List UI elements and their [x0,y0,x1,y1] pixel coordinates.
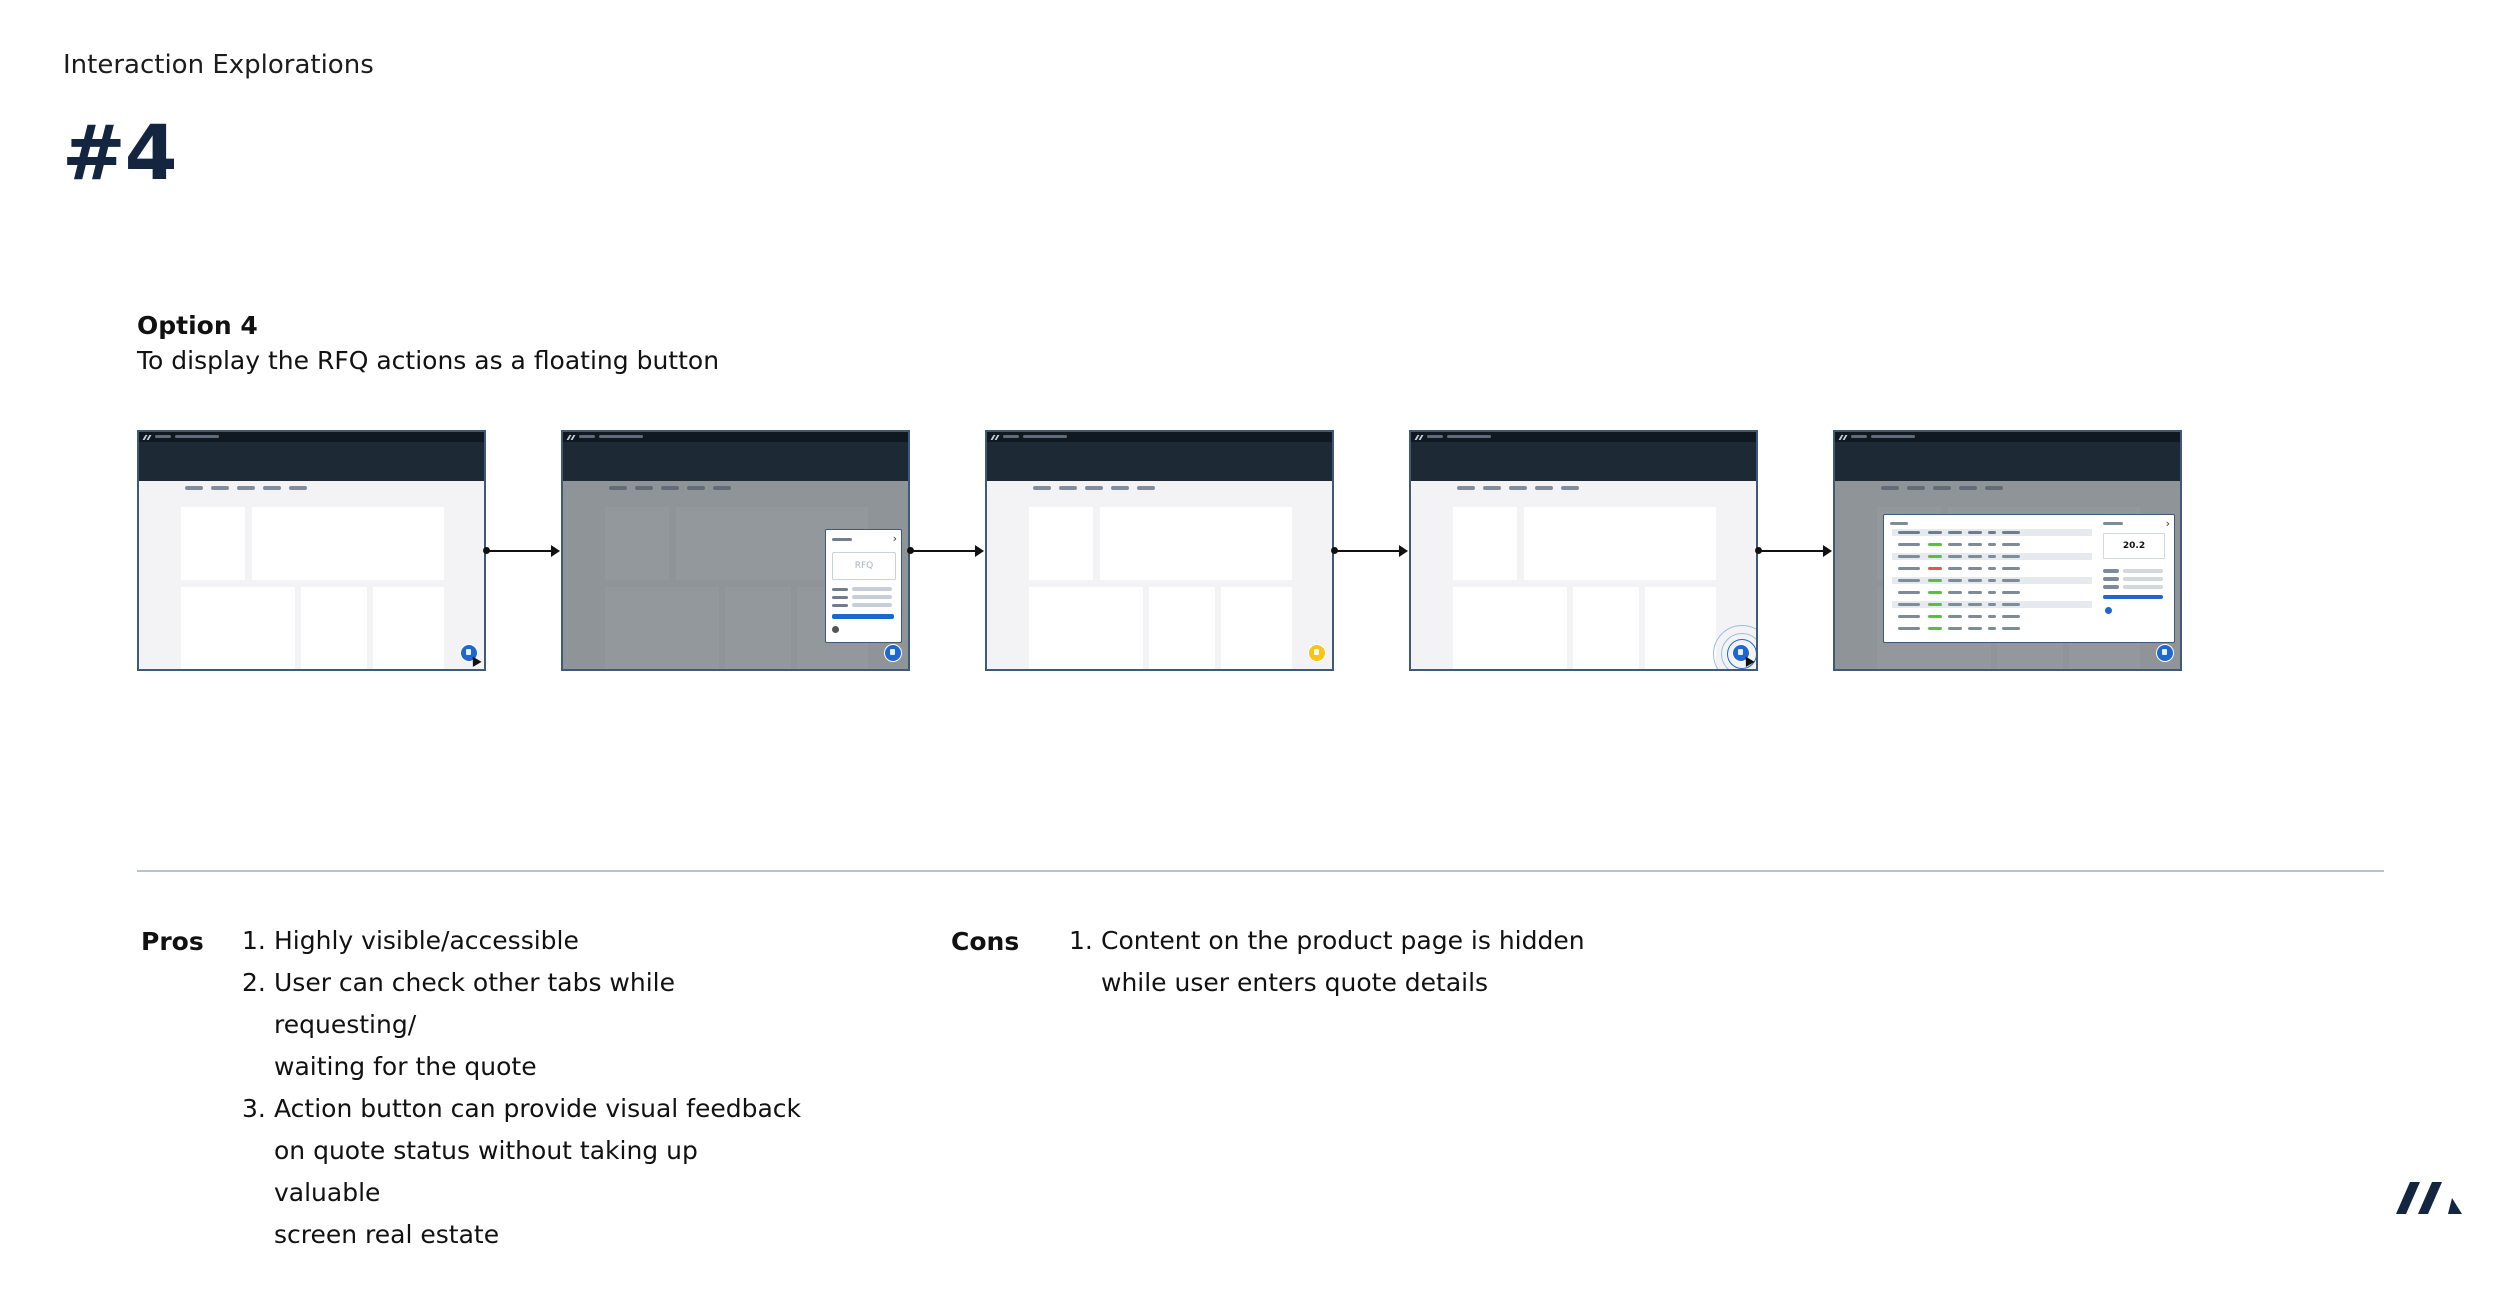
list-item-line: User can check other tabs while requesti… [274,968,676,1039]
rfq-submit-button[interactable] [832,614,894,619]
accept-quote-button[interactable] [2103,595,2163,599]
pros-item: 3. Action button can provide visual feedb… [242,1088,802,1256]
pros-label: Pros [141,927,204,956]
list-item-line: Highly visible/accessible [274,926,579,955]
app-header [563,442,908,481]
flow-arrow [1331,545,1408,557]
quote-table-row [1892,565,2092,572]
rfq-floating-button[interactable] [885,645,901,661]
list-number: 3. [242,1094,266,1123]
content-card [1524,507,1716,580]
content-card [1453,507,1517,580]
app-header [1835,442,2180,481]
content-card [1645,587,1716,669]
quote-table-row [1892,553,2092,560]
notification-ripple [1727,639,1756,669]
chevron-right-icon[interactable]: › [892,532,897,545]
cons-item: 1. Content on the product page is hidden w… [1069,920,1629,1004]
list-number: 1. [242,926,266,955]
list-item-line: Content on the product page is hidden [1101,926,1585,955]
quote-table-row [1892,625,2092,632]
flow-screen-3 [985,430,1334,671]
content-card [1149,587,1215,669]
browser-topbar [1835,432,2180,442]
app-nav [1457,486,1587,491]
flow-screen-1 [137,430,486,671]
flow-screen-5: › 20.2 [1833,430,2182,671]
rfq-floating-button[interactable] [1733,645,1749,661]
content-card [1100,507,1292,580]
content-card [181,507,245,580]
app-nav [1033,486,1163,491]
list-item-line: on quote status without taking up valuab… [274,1136,698,1207]
flow-arrow [907,545,984,557]
content-card [1573,587,1639,669]
rfq-panel: › RFQ [825,529,902,643]
quote-panel: › 20.2 [1883,514,2175,643]
pros-item: 1. Highly visible/accessible [242,920,802,962]
list-item-line: waiting for the quote [274,1052,537,1081]
quote-table-row [1892,577,2092,584]
app-header [987,442,1332,481]
quote-table-row [1892,589,2092,596]
chevron-right-icon[interactable]: › [2165,517,2170,530]
flow-arrow [1755,545,1832,557]
cons-list: 1. Content on the product page is hidden w… [1069,920,1629,1004]
rfq-floating-button[interactable] [461,645,477,661]
list-number: 1. [1069,926,1093,955]
content-card [1453,587,1567,669]
rfq-input[interactable]: RFQ [832,552,896,580]
app-logo-icon [1838,435,1848,439]
status-dot-icon [2105,607,2112,614]
quote-value: 20.2 [2103,533,2165,559]
app-logo-icon [1414,435,1424,439]
content-card [1029,507,1093,580]
app-header [139,442,484,481]
pros-list: 1. Highly visible/accessible 2. User can ch… [242,920,802,1256]
list-item-line: screen real estate [274,1220,500,1249]
option-title: Option 4 [137,311,258,340]
option-description: To display the RFQ actions as a floating… [137,346,720,375]
list-number: 2. [242,968,266,997]
notification-ripple [1721,633,1756,669]
status-dot-icon [832,626,839,633]
quote-table-row [1892,613,2092,620]
rfq-floating-button-pending[interactable] [1309,645,1325,661]
quote-table-row [1892,541,2092,548]
content-card [252,507,444,580]
cons-label: Cons [951,927,1020,956]
quote-table-row [1892,601,2092,608]
section-divider [137,870,2384,872]
browser-topbar [139,432,484,442]
app-logo-icon [990,435,1000,439]
content-card [1029,587,1143,669]
app-nav [185,486,315,491]
flow-screen-4 [1409,430,1758,671]
notification-ripple [1713,625,1756,669]
list-item-line: while user enters quote details [1101,968,1489,997]
flow-screen-2: › RFQ [561,430,910,671]
app-logo-icon [566,435,576,439]
content-card [1221,587,1292,669]
rfq-floating-button[interactable] [2157,645,2173,661]
brand-logo-icon [2396,1182,2462,1214]
browser-topbar [563,432,908,442]
page-eyebrow: Interaction Explorations [63,50,374,80]
content-card [373,587,444,669]
pros-item: 2. User can check other tabs while reques… [242,962,802,1088]
browser-topbar [987,432,1332,442]
app-header [1411,442,1756,481]
browser-topbar [1411,432,1756,442]
app-logo-icon [142,435,152,439]
content-card [181,587,295,669]
content-card [301,587,367,669]
flow-arrow [483,545,560,557]
page-title-number: #4 [62,108,178,197]
quote-table-row [1892,529,2092,536]
list-item-line: Action button can provide visual feedbac… [274,1094,802,1123]
